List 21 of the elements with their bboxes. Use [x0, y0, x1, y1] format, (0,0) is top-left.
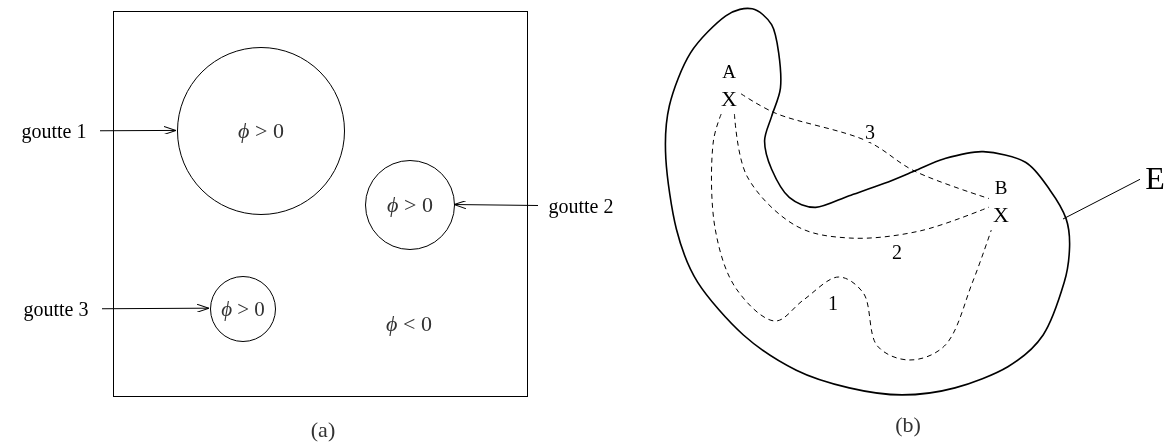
point-label: B	[994, 178, 1008, 197]
path-number: 1	[827, 293, 839, 313]
leader-line	[1062, 178, 1141, 220]
region-label: E	[1145, 162, 1165, 194]
drop-label: goutte 1	[21, 121, 87, 141]
drop-label: goutte 2	[548, 196, 614, 216]
dashed-path	[710, 113, 992, 361]
dashed-path	[740, 93, 990, 200]
drop-label: goutte 3	[23, 299, 89, 319]
path-number: 3	[864, 122, 876, 142]
panel-caption: (b)	[895, 414, 921, 436]
point-mark: X	[993, 204, 1009, 226]
arrow	[101, 303, 210, 313]
arrow	[453, 200, 539, 210]
domain-box: ϕ < 0 ϕ > 0 ϕ > 0 ϕ > 0	[113, 11, 528, 397]
arrow	[99, 125, 177, 135]
point-mark: X	[721, 88, 737, 110]
path-number: 2	[891, 242, 903, 262]
point-label: A	[722, 62, 736, 81]
dashed-path	[733, 113, 990, 239]
panel-caption: (a)	[310, 419, 336, 441]
